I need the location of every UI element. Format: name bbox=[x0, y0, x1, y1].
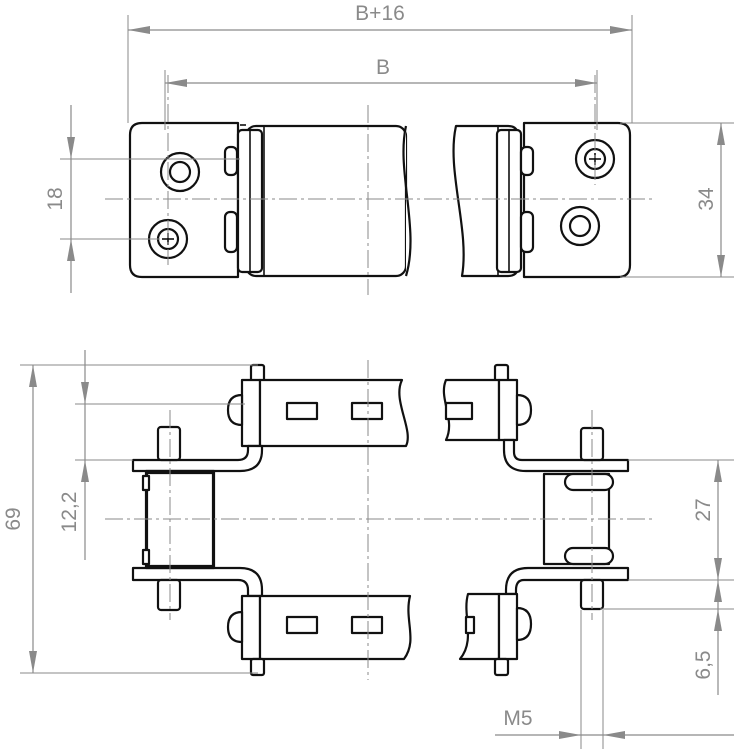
dimension-thread: M5 bbox=[495, 610, 734, 749]
hole-plain-icon bbox=[159, 151, 201, 193]
hole-plain-icon bbox=[559, 205, 601, 247]
dimension-hole-spacing: 18 bbox=[44, 105, 240, 293]
dimension-label: 69 bbox=[2, 507, 25, 530]
dimension-label: 12,2 bbox=[58, 492, 81, 533]
dimension-label: 6,5 bbox=[692, 650, 715, 679]
dimension-plate-height: 34 bbox=[620, 122, 734, 278]
dimension-pin-offset: 6,5 bbox=[600, 580, 734, 695]
dimension-offset-left: 12,2 bbox=[58, 350, 245, 560]
dimension-label: B bbox=[376, 56, 390, 79]
top-view bbox=[105, 75, 655, 295]
dimension-label: 34 bbox=[695, 187, 718, 211]
top-left-plate bbox=[128, 121, 240, 279]
dimension-label: 18 bbox=[44, 187, 67, 210]
dimension-label: M5 bbox=[503, 707, 532, 730]
dimension-overall-height: 69 bbox=[2, 364, 258, 674]
dimension-pin-spacing: 27 bbox=[628, 459, 734, 581]
top-left-band bbox=[244, 124, 408, 278]
top-left-break bbox=[402, 125, 412, 277]
front-left-bottom-band bbox=[258, 594, 412, 661]
dimension-inner-width: B bbox=[164, 56, 598, 130]
dimension-label: B+16 bbox=[355, 2, 405, 25]
front-left-top-band bbox=[258, 378, 409, 448]
front-view bbox=[105, 360, 655, 680]
top-right-plate bbox=[522, 121, 632, 279]
dimension-overall-width: B+16 bbox=[127, 2, 633, 123]
dimension-label: 27 bbox=[692, 498, 715, 521]
front-right-bottom-band bbox=[458, 592, 501, 661]
